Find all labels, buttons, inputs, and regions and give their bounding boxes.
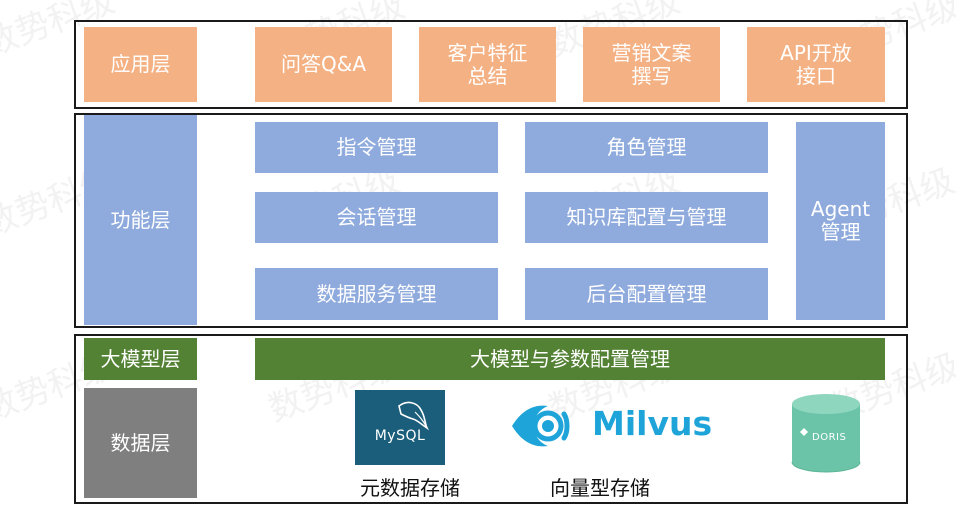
- doris-logo-text: DORIS: [812, 432, 847, 443]
- func-backend-config-mgmt[interactable]: 后台配置管理: [525, 268, 768, 320]
- model-param-config-bar[interactable]: 大模型与参数配置管理: [255, 338, 885, 380]
- app-item-api[interactable]: API开放 接口: [747, 27, 885, 102]
- function-layer-label: 功能层: [84, 115, 197, 325]
- vector-storage-caption: 向量型存储: [550, 476, 650, 500]
- app-layer-label: 应用层: [84, 27, 197, 102]
- app-item-qa[interactable]: 问答Q&A: [255, 27, 392, 102]
- mysql-dolphin-icon: [398, 401, 430, 431]
- doris-logo: DORIS: [788, 392, 864, 474]
- func-agent-mgmt[interactable]: Agent 管理: [796, 122, 885, 320]
- doris-database-icon: [791, 394, 861, 473]
- mysql-logo: MySQL: [355, 390, 445, 465]
- func-instruction-mgmt[interactable]: 指令管理: [255, 122, 498, 173]
- app-item-customer-summary[interactable]: 客户特征 总结: [419, 27, 556, 102]
- app-layer-frame: [74, 20, 908, 109]
- milvus-logo: Milvus: [508, 400, 738, 452]
- mysql-logo-text: MySQL: [374, 428, 426, 444]
- func-knowledge-base-mgmt[interactable]: 知识库配置与管理: [525, 192, 768, 243]
- data-layer-label: 数据层: [84, 388, 197, 498]
- model-layer-label: 大模型层: [84, 338, 197, 380]
- milvus-logo-text: Milvus: [592, 404, 713, 443]
- metadata-storage-caption: 元数据存储: [360, 476, 460, 500]
- app-item-marketing-copy[interactable]: 营销文案 撰写: [583, 27, 720, 102]
- model-data-layer-frame: [74, 334, 908, 504]
- func-session-mgmt[interactable]: 会话管理: [255, 192, 498, 243]
- milvus-eye-icon: [512, 405, 570, 447]
- function-layer-frame: [74, 113, 908, 328]
- func-data-service-mgmt[interactable]: 数据服务管理: [255, 268, 498, 320]
- func-role-mgmt[interactable]: 角色管理: [525, 122, 768, 173]
